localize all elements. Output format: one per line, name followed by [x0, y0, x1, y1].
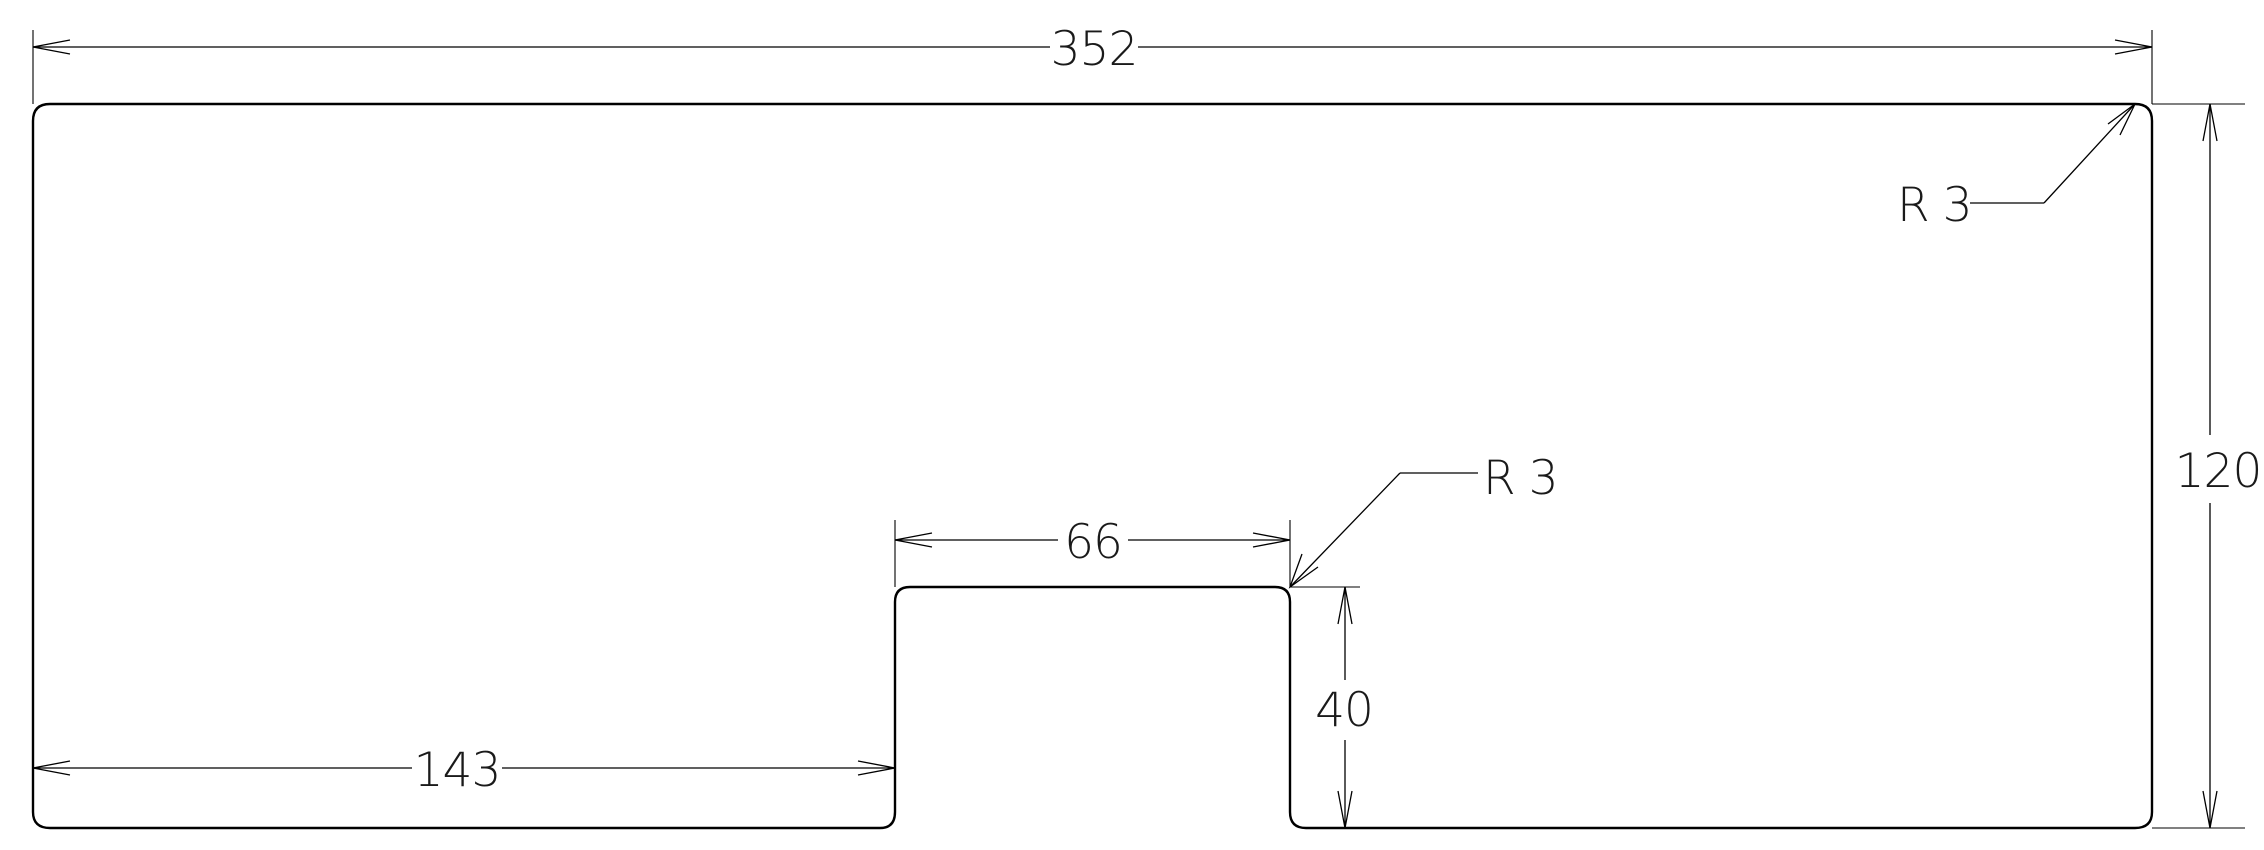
radius-label-outer: R 3 [1897, 178, 1972, 233]
dimension-left-length: 143 [32, 743, 896, 798]
part-outline [31, 102, 2154, 830]
dimension-left-length-label: 143 [414, 743, 501, 798]
dimension-notch-width: 66 [894, 515, 1291, 587]
dimension-notch-width-label: 66 [1064, 515, 1122, 570]
dimension-overall-width-label: 352 [1051, 22, 1138, 77]
dimension-notch-depth: 40 [1290, 586, 1374, 829]
radius-callout-notch: R 3 [1288, 451, 1559, 589]
dimension-notch-depth-label: 40 [1315, 683, 1373, 738]
radius-callout-outer: R 3 [1897, 103, 2136, 233]
radius-label-notch: R 3 [1483, 451, 1558, 506]
dimension-overall-height-label: 120 [2175, 444, 2262, 499]
dimension-overall-width: 352 [32, 22, 2153, 104]
dimension-overall-height: 120 [2152, 103, 2262, 829]
